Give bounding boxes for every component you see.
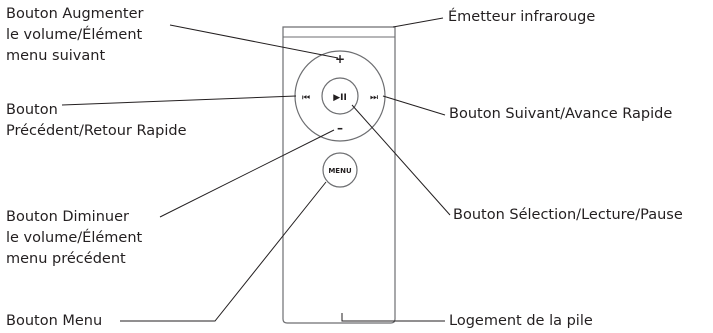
next-icon: ⏭ [370, 93, 378, 103]
leader-ir [392, 17, 444, 28]
label-previous: Bouton Précédent/Retour Rapide [6, 102, 187, 139]
label-ir-emitter: Émetteur infrarouge [448, 9, 596, 25]
leader-vol-up [169, 24, 339, 59]
leader-previous [61, 95, 297, 106]
prev-icon: ⏮ [302, 93, 310, 103]
select-button [321, 77, 359, 115]
label-volume-up: Bouton Augmenter le volume/Élément menu … [6, 6, 144, 64]
leader-battery [341, 313, 445, 322]
label-select: Bouton Sélection/Lecture/Pause [453, 207, 683, 223]
label-volume-down: Bouton Diminuer le volume/Élément menu p… [6, 209, 143, 267]
minus-glyph: – [337, 121, 343, 135]
play-pause-icon: ▶II [333, 93, 347, 103]
leader-menu [120, 181, 327, 322]
menu-button [322, 152, 358, 188]
leader-select [351, 104, 451, 216]
label-menu-button: Bouton Menu [6, 313, 103, 329]
menu-button-text: MENU [328, 167, 352, 175]
label-battery: Logement de la pile [449, 313, 593, 329]
label-next: Bouton Suivant/Avance Rapide [449, 106, 673, 122]
plus-glyph: + [335, 52, 345, 66]
leader-next [382, 95, 446, 116]
leader-vol-down [159, 129, 335, 218]
